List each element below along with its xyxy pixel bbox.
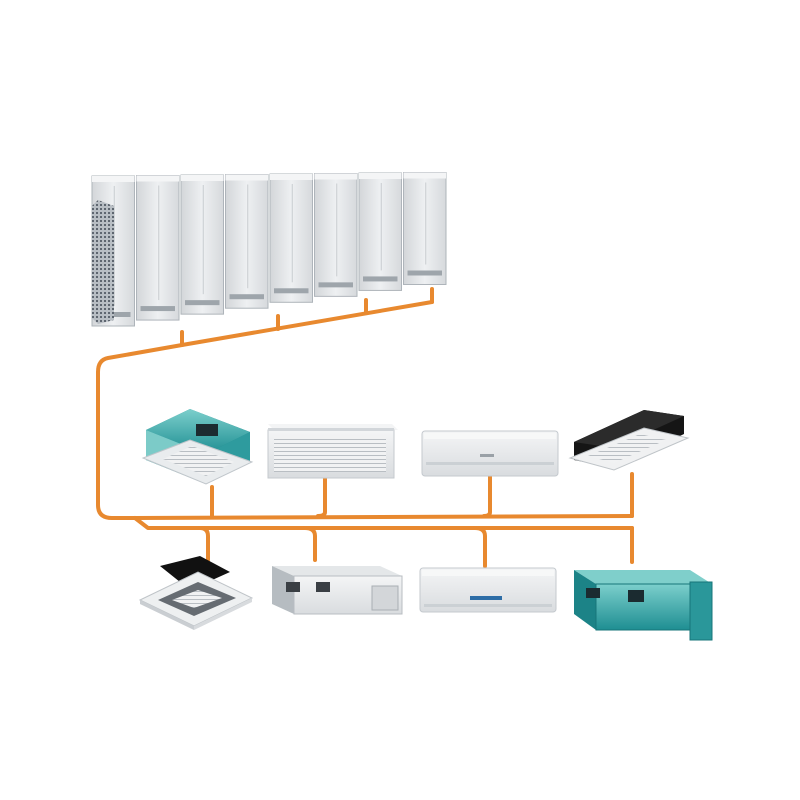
- teal-cassette-unit: [141, 409, 254, 485]
- outdoor-module: [314, 173, 358, 297]
- wall-split-top-unit: [421, 430, 559, 477]
- vrf-outdoor-unit-icon: [91, 172, 447, 327]
- main-riser-pipe: [96, 343, 184, 520]
- drop-white-cassette: [198, 526, 210, 562]
- outdoor-module: [180, 174, 224, 315]
- fan-grille: [92, 200, 114, 324]
- wall-split-bottom-unit: [419, 567, 557, 613]
- lower-main-pipe: [133, 516, 634, 530]
- drop-slim-duct: [303, 526, 317, 562]
- high-static-duct-unit: [574, 570, 713, 641]
- upper-main-pipe: [133, 514, 634, 520]
- one-way-cassette-unit: [568, 410, 690, 471]
- ceiling-floor-unit: [267, 424, 398, 479]
- slim-duct-unit: [272, 566, 403, 615]
- drop-ceiling-floor: [316, 476, 327, 518]
- drop-wall-split-top: [482, 474, 492, 518]
- outdoor-module: [403, 172, 447, 285]
- outdoor-module: [225, 174, 269, 309]
- outdoor-header-pipe: [180, 300, 434, 347]
- refrigerant-piping: [96, 287, 634, 568]
- white-cassette-unit: [138, 556, 254, 630]
- outdoor-module: [269, 173, 313, 303]
- outdoor-module: [136, 175, 180, 321]
- outdoor-module: [358, 172, 402, 291]
- drop-wall-split-bottom: [473, 526, 487, 568]
